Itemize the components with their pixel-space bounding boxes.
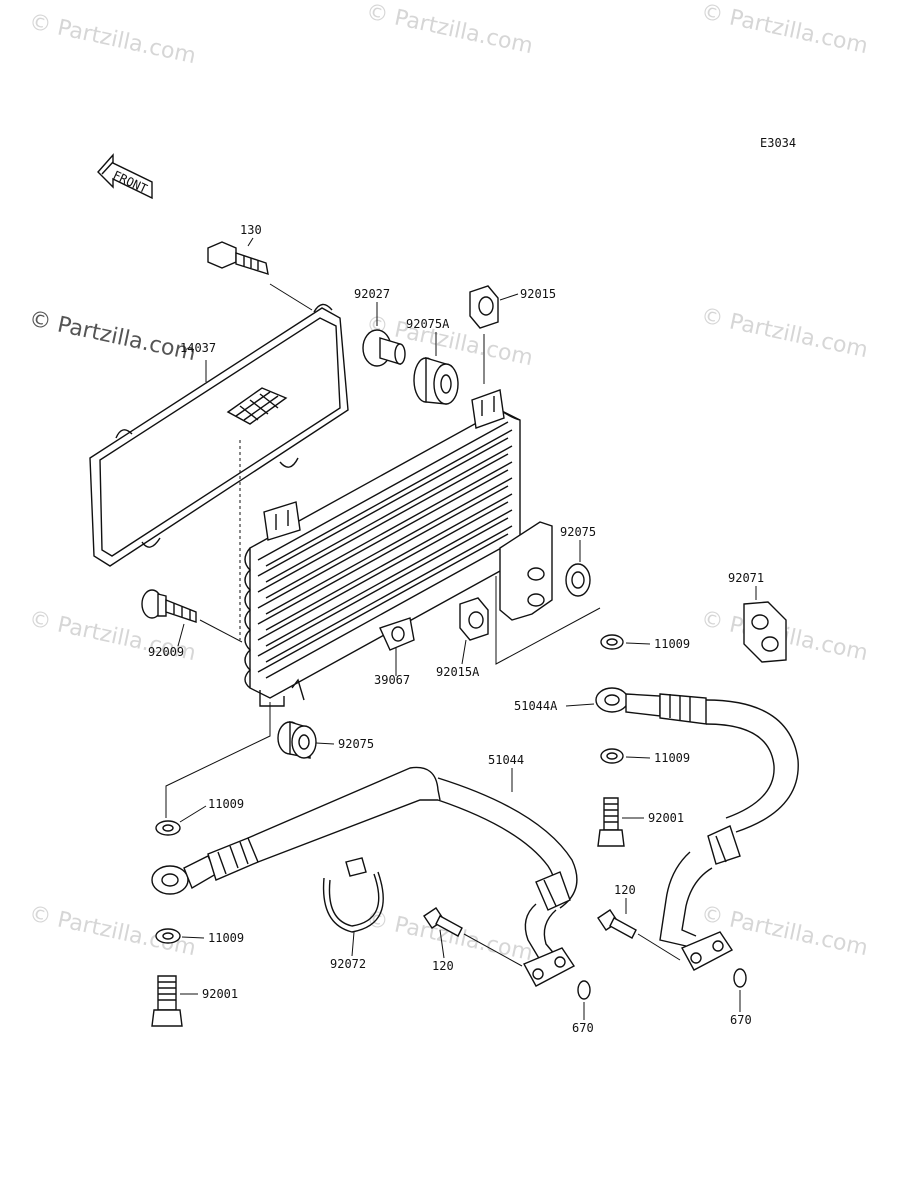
label-11009-c: 11009 xyxy=(208,797,244,811)
grommet-92075-upper-icon xyxy=(565,563,591,597)
label-39067: 39067 xyxy=(374,673,410,687)
watermark-6: © Partzilla.com xyxy=(699,303,870,363)
label-11009-a: 11009 xyxy=(654,637,690,651)
label-92075-lower: 92075 xyxy=(338,737,374,751)
band-92072-icon xyxy=(322,857,384,933)
oil-cooler-core-icon xyxy=(244,389,553,707)
label-51044A: 51044A xyxy=(514,699,558,713)
bolt-120-left-icon xyxy=(423,907,463,937)
label-92027: 92027 xyxy=(354,287,390,301)
washer-11009-a-icon xyxy=(600,634,624,650)
diagram-code: E3034 xyxy=(760,136,796,150)
nut-92015A-icon xyxy=(459,597,489,641)
label-11009-b: 11009 xyxy=(654,751,690,765)
nut-92015-icon xyxy=(469,285,499,329)
clamp-92071-icon xyxy=(743,601,787,663)
washer-11009-c-icon xyxy=(155,820,181,836)
bolt-130-icon xyxy=(207,241,269,276)
watermark-2: © Partzilla.com xyxy=(364,0,535,59)
collar-92027-icon xyxy=(362,329,406,367)
oring-670-left-icon xyxy=(577,980,591,1000)
label-92075-upper: 92075 xyxy=(560,525,596,539)
front-arrow-icon: FRONT xyxy=(97,153,153,200)
label-92009: 92009 xyxy=(148,645,184,659)
label-51044: 51044 xyxy=(488,753,524,767)
oring-670-right-icon xyxy=(733,968,747,988)
watermark-3: © Partzilla.com xyxy=(699,0,870,59)
hose-51044-icon xyxy=(151,766,578,987)
label-120-right: 120 xyxy=(614,883,636,897)
bracket-39067-icon xyxy=(379,617,415,651)
gasket-screen-14037-icon xyxy=(89,303,349,567)
grommet-92075-lower-icon xyxy=(277,721,317,759)
bolt-120-right-icon xyxy=(597,909,637,939)
grommet-92075A-icon xyxy=(413,357,459,405)
washer-11009-b-icon xyxy=(600,748,624,764)
label-92071: 92071 xyxy=(728,571,764,585)
label-92015A: 92015A xyxy=(436,665,480,679)
label-120-left: 120 xyxy=(432,959,454,973)
watermark-4: © Partzilla.com xyxy=(27,306,198,366)
bolt-92001-right-icon xyxy=(597,797,625,847)
bolt-92001-left-icon xyxy=(151,975,183,1027)
label-11009-d: 11009 xyxy=(208,931,244,945)
watermark-1: © Partzilla.com xyxy=(27,9,198,69)
watermark-10: © Partzilla.com xyxy=(364,906,535,966)
label-670-left: 670 xyxy=(572,1021,594,1035)
label-130: 130 xyxy=(240,223,262,237)
label-670-right: 670 xyxy=(730,1013,752,1027)
label-92015: 92015 xyxy=(520,287,556,301)
label-92072: 92072 xyxy=(330,957,366,971)
washer-11009-d-icon xyxy=(155,928,181,944)
label-92075A: 92075A xyxy=(406,317,450,331)
label-92001-right: 92001 xyxy=(648,811,684,825)
label-14037: 14037 xyxy=(180,341,216,355)
hose-51044A-icon xyxy=(595,687,799,971)
bolt-92009-icon xyxy=(141,589,197,623)
label-92001-left: 92001 xyxy=(202,987,238,1001)
